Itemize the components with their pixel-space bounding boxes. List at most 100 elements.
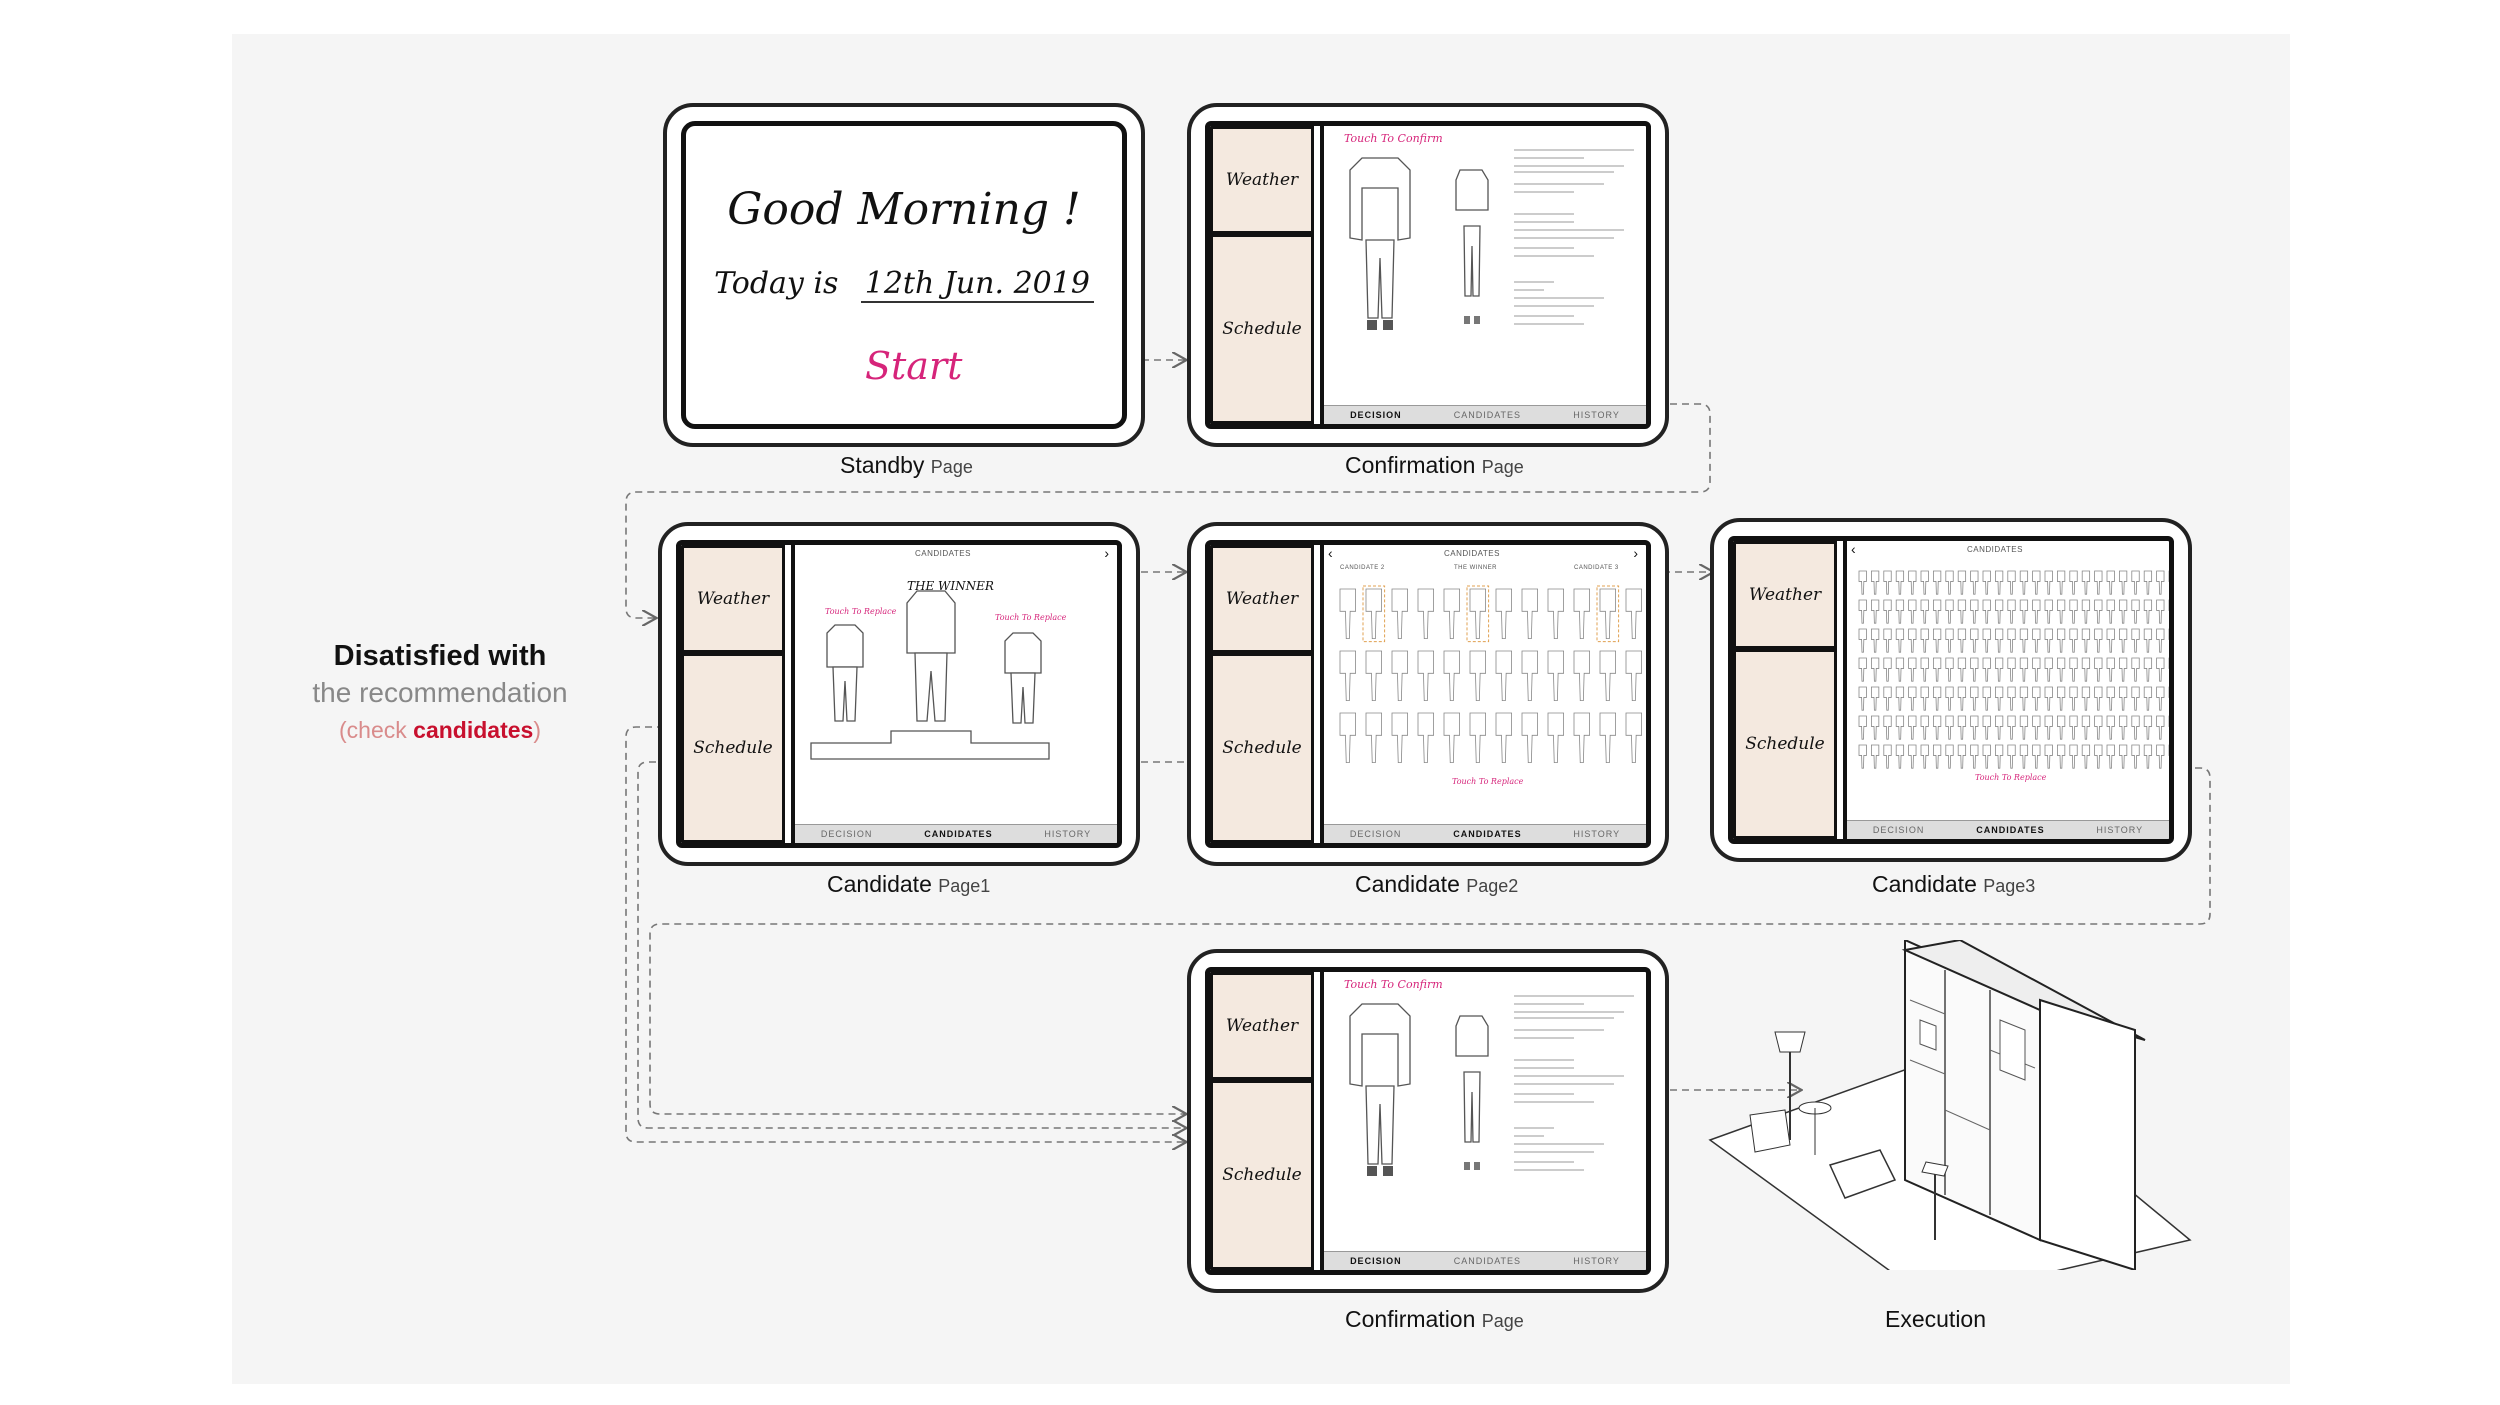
candidate-thumbnail — [1365, 712, 1382, 763]
candidate-thumbnail — [2019, 570, 2029, 595]
nav-candidates[interactable]: CANDIDATES — [1453, 410, 1522, 420]
candidate-thumbnail — [2119, 657, 2128, 682]
candidate-thumbnail — [2081, 628, 2091, 653]
candidate-thumbnail — [1521, 588, 1538, 639]
candidate-screen-1: Weather Schedule CANDIDATES › THE WINNER… — [676, 540, 1122, 848]
candidate-thumbnail — [2081, 686, 2091, 711]
outfit-items — [1455, 1015, 1489, 1170]
execution-caption: Execution — [1885, 1306, 1987, 1332]
candidate-tablet-1: Weather Schedule CANDIDATES › THE WINNER… — [658, 522, 1140, 866]
nav-history[interactable]: HISTORY — [1573, 410, 1620, 420]
standby-caption: Standby Page — [840, 452, 973, 478]
candidate-thumbnail — [2019, 628, 2029, 653]
note-line1: Disatisfied with — [333, 640, 547, 672]
candidate-thumbnail — [1625, 712, 1642, 763]
recommended-outfit[interactable] — [1340, 148, 1420, 348]
weather-panel[interactable]: Weather — [681, 545, 785, 653]
candidate-thumbnail — [1883, 599, 1892, 624]
touch-replace-left: Touch To Replace — [825, 607, 897, 616]
schedule-panel[interactable]: Schedule — [1733, 649, 1837, 839]
nav-decision[interactable]: DECISION — [1349, 829, 1402, 839]
candidate-thumbnail — [2069, 570, 2078, 595]
candidate-thumbnail — [1365, 650, 1382, 701]
candidate-thumbnail — [2119, 628, 2128, 653]
candidate-thumbnail — [1957, 657, 1967, 682]
touch-replace-label: Touch To Replace — [1975, 773, 2047, 782]
candidate-thumbnail — [1391, 712, 1408, 763]
outfit-items — [1455, 169, 1489, 324]
schedule-panel[interactable]: Schedule — [1210, 234, 1314, 424]
candidate-thumbnail — [2081, 744, 2091, 769]
candidate-thumbnail — [2094, 570, 2103, 595]
nav-history[interactable]: HISTORY — [1573, 829, 1621, 839]
nav-history[interactable]: HISTORY — [1573, 1256, 1620, 1266]
candidate-thumbnail — [1995, 744, 2004, 769]
nav-decision[interactable]: DECISION — [820, 829, 873, 839]
candidate-thumbnail — [2019, 744, 2029, 769]
candidate-thumbnail — [1417, 650, 1434, 701]
weather-panel[interactable]: Weather — [1210, 545, 1314, 653]
candidate-thumbnail — [2007, 744, 2016, 769]
schedule-panel[interactable]: Schedule — [681, 653, 785, 843]
weather-panel[interactable]: Weather — [1210, 972, 1314, 1080]
candidate-thumbnail — [1945, 657, 1954, 682]
nav-candidates[interactable]: CANDIDATES — [1976, 825, 2045, 835]
weather-panel[interactable]: Weather — [1733, 541, 1837, 649]
candidate-thumbnail — [2094, 628, 2103, 653]
candidate-thumbnail — [2069, 715, 2078, 740]
candidate-thumbnail — [1339, 650, 1356, 701]
candidate-thumbnail — [2069, 657, 2078, 682]
candidate-thumbnail — [1883, 686, 1892, 711]
winner-label: THE WINNER — [907, 579, 994, 593]
start-button[interactable]: Start — [865, 344, 963, 388]
candidate-thumbnail — [1858, 744, 1867, 769]
candidate-thumbnail — [1573, 588, 1590, 639]
confirmation-main: Touch To Confirm — [1320, 126, 1646, 424]
nav-decision[interactable]: DECISION — [1872, 825, 1925, 835]
candidate-thumbnail — [1883, 744, 1892, 769]
bottom-nav: DECISION CANDIDATES HISTORY — [1324, 1251, 1646, 1270]
nav-decision[interactable]: DECISION — [1350, 1256, 1402, 1266]
schedule-panel[interactable]: Schedule — [1210, 1080, 1314, 1270]
candidate-thumbnail — [1982, 599, 1991, 624]
candidate-caption-2: Candidate Page2 — [1355, 871, 1519, 897]
nav-decision[interactable]: DECISION — [1350, 410, 1402, 420]
candidate-thumbnail — [2168, 570, 2169, 582]
candidate-thumbnail — [2143, 686, 2153, 711]
candidate-thumbnail — [2019, 686, 2029, 711]
weather-panel[interactable]: Weather — [1210, 126, 1314, 234]
candidate-thumbnail — [1469, 712, 1486, 763]
candidate-thumbnail — [1920, 686, 1929, 711]
recommended-outfit[interactable] — [1340, 994, 1420, 1194]
schedule-panel[interactable]: Schedule — [1210, 653, 1314, 843]
candidate-thumbnail — [2156, 686, 2165, 711]
candidate-thumbnail — [1920, 570, 1929, 595]
candidate-thumbnail — [1920, 744, 1929, 769]
candidate-tablet-2: Weather Schedule ‹ CANDIDATES › CANDIDAT… — [1187, 522, 1669, 866]
candidate-thumbnail — [2044, 628, 2053, 653]
prev-arrow[interactable]: ‹ — [1851, 541, 1856, 557]
candidate-thumbnail — [2106, 657, 2115, 682]
candidate-grid-dense[interactable] — [1855, 565, 2174, 775]
podium-outfits[interactable] — [805, 581, 1122, 801]
candidate-thumbnail — [1970, 570, 1979, 595]
next-arrow[interactable]: › — [1104, 545, 1109, 561]
candidate-thumbnail — [2069, 686, 2078, 711]
prev-arrow[interactable]: ‹ — [1328, 545, 1333, 561]
candidate-thumbnail — [1521, 712, 1538, 763]
confirmation-main-bottom: Touch To Confirm — [1320, 972, 1646, 1270]
next-arrow[interactable]: › — [1633, 545, 1638, 561]
candidate-thumbnail — [2143, 657, 2153, 682]
nav-candidates[interactable]: CANDIDATES — [924, 829, 993, 839]
nav-history[interactable]: HISTORY — [2096, 825, 2144, 835]
candidate-thumbnail — [2057, 715, 2066, 740]
candidate-thumbnail — [2168, 657, 2169, 669]
candidate-thumbnail — [1995, 686, 2004, 711]
nav-history[interactable]: HISTORY — [1044, 829, 1092, 839]
nav-candidates[interactable]: CANDIDATES — [1453, 829, 1522, 839]
candidate-thumbnail — [1957, 599, 1967, 624]
candidate-grid[interactable] — [1332, 575, 1651, 795]
nav-candidates[interactable]: CANDIDATES — [1453, 1256, 1522, 1266]
today-prefix: Today is — [714, 266, 839, 301]
candidate-thumbnail — [1573, 712, 1590, 763]
